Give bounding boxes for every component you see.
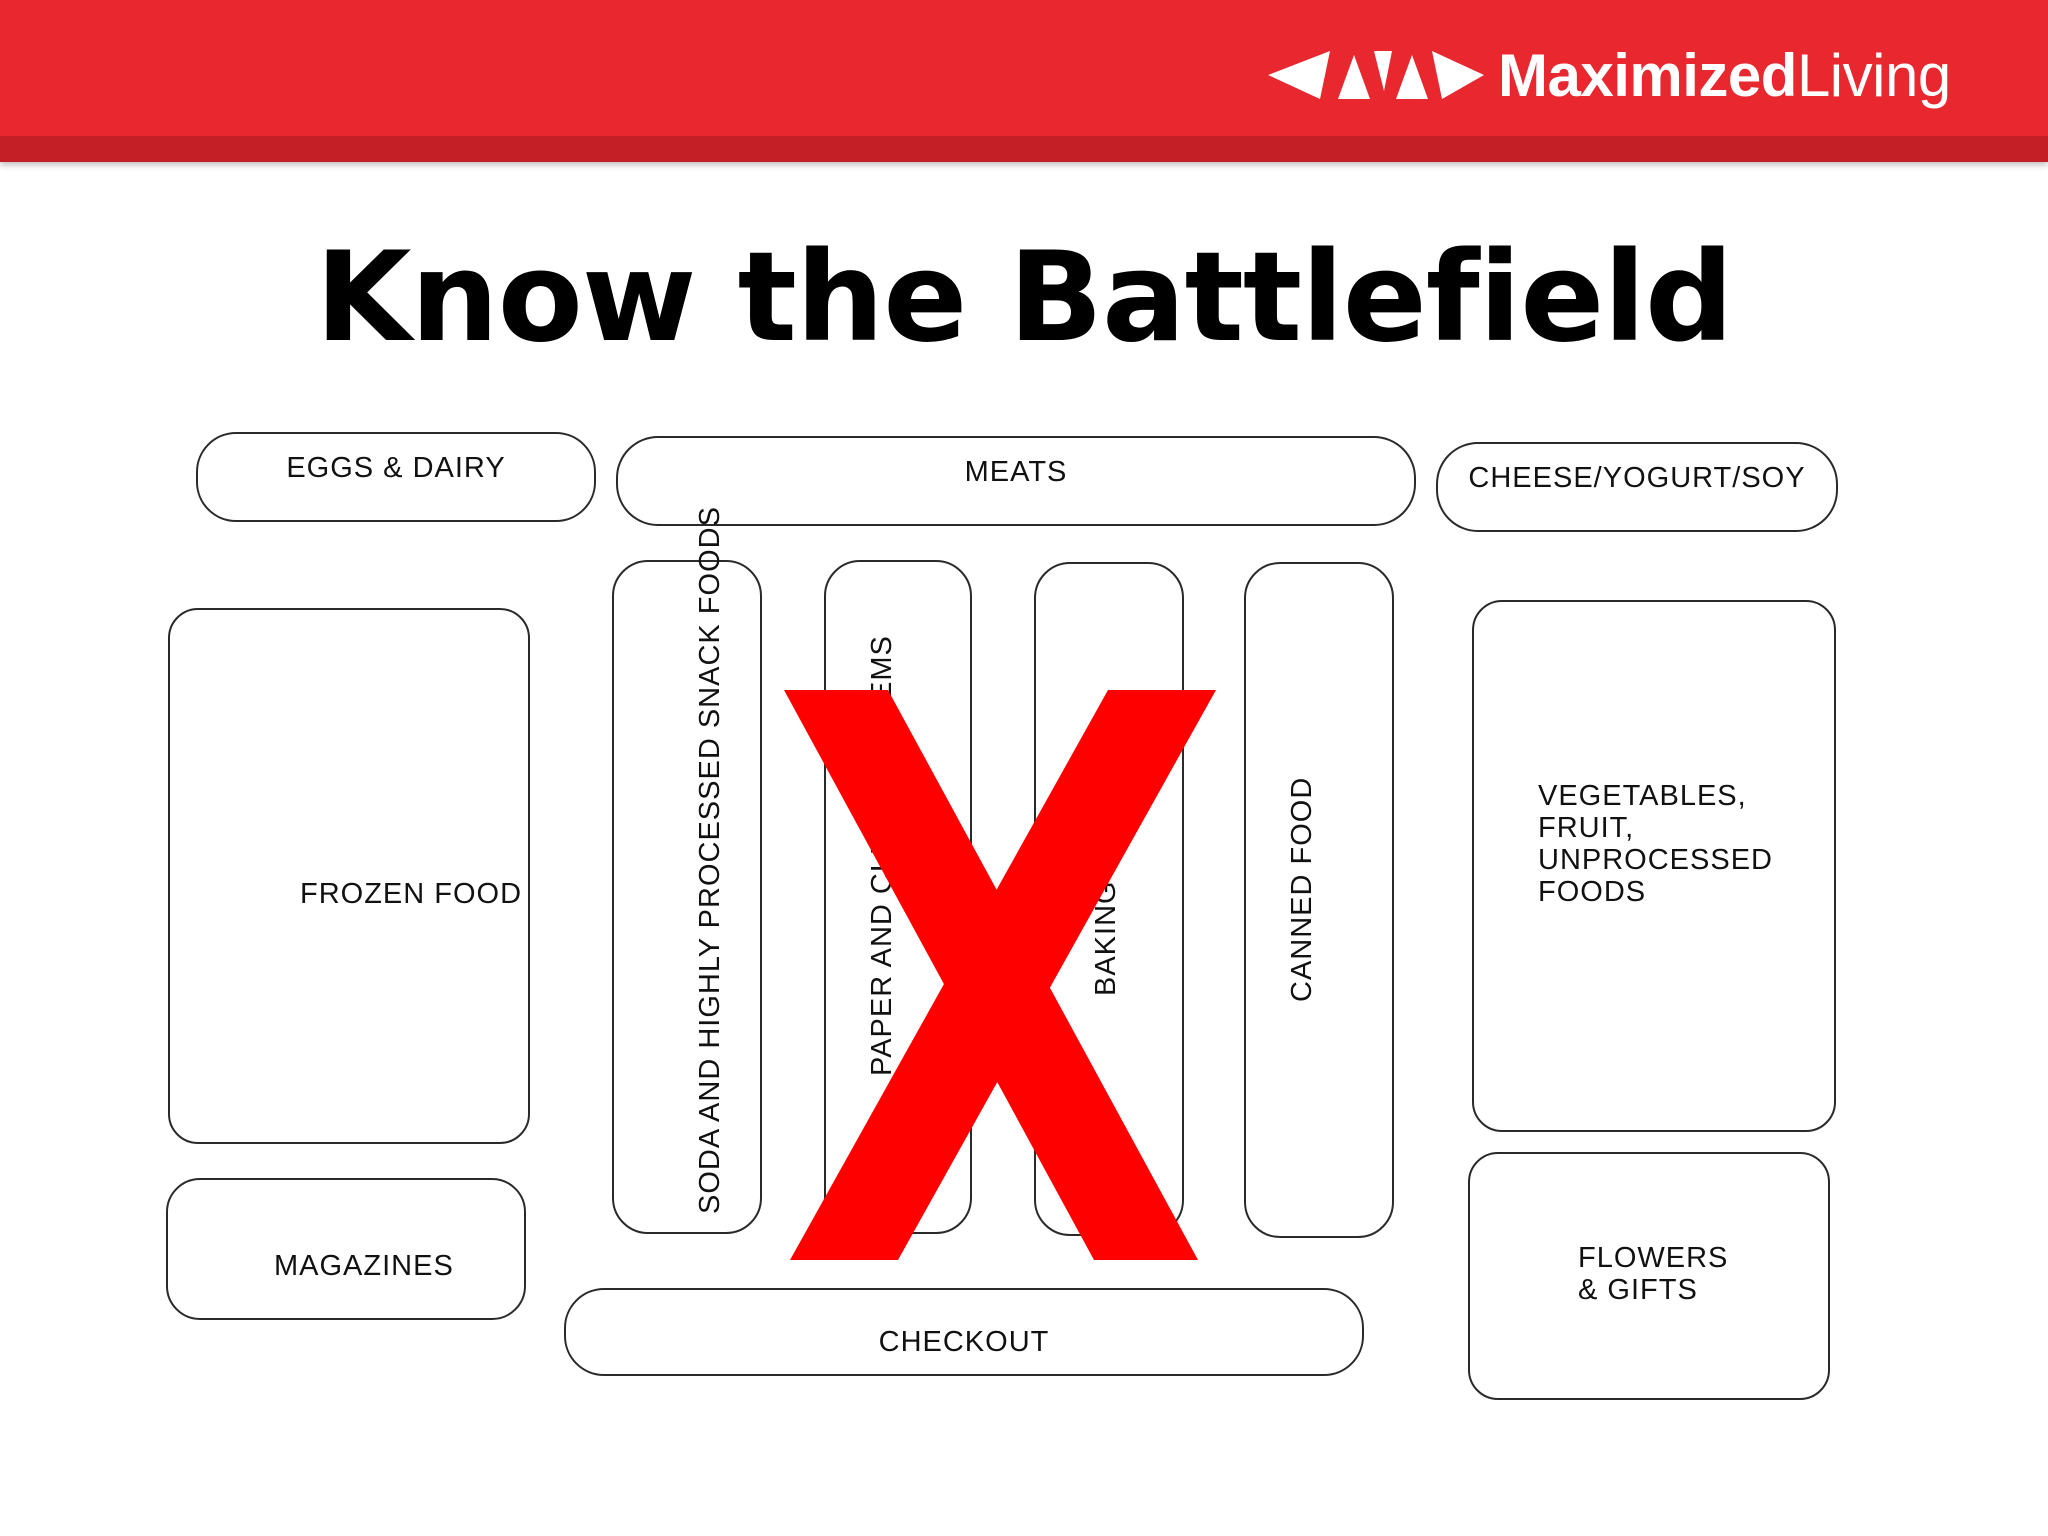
section-cheese-yogurt-soy: CHEESE/YOGURT/SOY: [1436, 442, 1838, 532]
section-magazines: MAGAZINES: [166, 1178, 526, 1320]
section-checkout: CHECKOUT: [564, 1288, 1364, 1376]
section-label: CHEESE/YOGURT/SOY: [1468, 462, 1806, 494]
section-label: FLOWERS & GIFTS: [1578, 1242, 1729, 1306]
section-baking: BAKING ITEMS: [1034, 562, 1184, 1236]
header-banner: MaximizedLiving: [0, 0, 2048, 162]
section-label: VEGETABLES, FRUIT, UNPROCESSED FOODS: [1538, 780, 1773, 908]
brand-name-bold: Maximized: [1498, 41, 1797, 109]
brand-name: MaximizedLiving: [1498, 41, 1951, 110]
maximized-living-logo-mark: [1268, 51, 1484, 99]
section-frozen-food: FROZEN FOOD: [168, 608, 530, 1144]
section-label: BAKING ITEMS: [1090, 777, 1122, 996]
section-meats: MEATS: [616, 436, 1416, 526]
section-label: CHECKOUT: [878, 1326, 1050, 1358]
section-label: MEATS: [964, 456, 1068, 488]
brand-name-light: Living: [1796, 41, 1951, 109]
section-canned-food: CANNED FOOD: [1244, 562, 1394, 1238]
section-vegetables-fruit: VEGETABLES, FRUIT, UNPROCESSED FOODS: [1472, 600, 1836, 1132]
banner-stripe: [0, 136, 2048, 162]
section-label: MAGAZINES: [274, 1250, 454, 1282]
slide-title: Know the Battlefield: [315, 226, 1733, 370]
section-eggs-dairy: EGGS & DAIRY: [196, 432, 596, 522]
section-label: CANNED FOOD: [1286, 776, 1318, 1002]
section-flowers-gifts: FLOWERS & GIFTS: [1468, 1152, 1830, 1400]
section-soda-snack-foods: SODA AND HIGHLY PROCESSED SNACK FOODS: [612, 506, 762, 1234]
section-label: PAPER AND CLEANING ITEMS: [866, 635, 898, 1076]
section-label: SODA AND HIGHLY PROCESSED SNACK FOODS: [694, 506, 726, 1214]
section-paper-cleaning: PAPER AND CLEANING ITEMS: [824, 560, 972, 1234]
section-label: FROZEN FOOD: [300, 878, 523, 910]
brand-logo: MaximizedLiving: [1268, 41, 1951, 110]
section-label: EGGS & DAIRY: [286, 452, 506, 484]
